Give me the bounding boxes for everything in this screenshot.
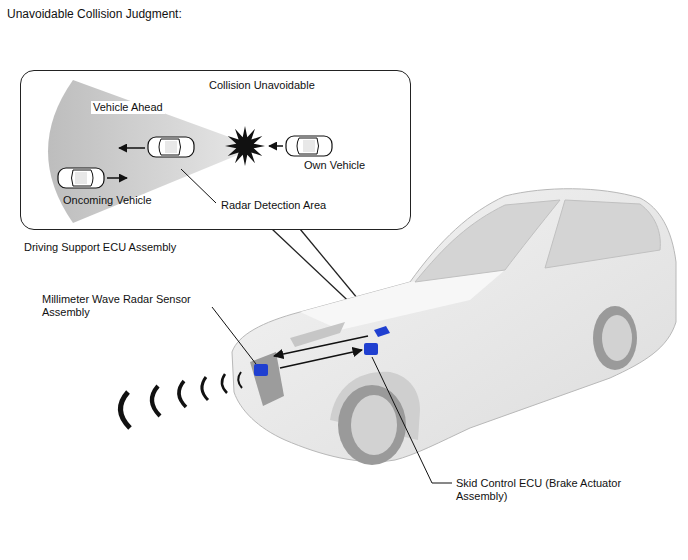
leader-line bbox=[212, 307, 256, 364]
signal-arrow bbox=[280, 350, 362, 368]
car-cabin bbox=[297, 138, 319, 154]
car-side-window bbox=[545, 200, 660, 268]
leader-line bbox=[181, 169, 216, 203]
rear-wheel-rim bbox=[602, 315, 632, 361]
leader-line bbox=[372, 357, 452, 483]
car-icon bbox=[148, 137, 194, 157]
car-outline bbox=[286, 136, 332, 156]
part-label: Driving Support ECU Assembly bbox=[24, 241, 176, 254]
motion-arrow bbox=[269, 145, 283, 147]
car-cabin bbox=[72, 170, 94, 186]
driving-support-ecu bbox=[374, 326, 390, 337]
radar-wave bbox=[202, 377, 208, 400]
car-roof bbox=[165, 141, 177, 153]
car-windshield bbox=[415, 200, 560, 282]
part-label: Skid Control ECU (Brake Actuator Assembl… bbox=[456, 477, 656, 503]
car-outline bbox=[58, 168, 104, 188]
radar-wave bbox=[179, 381, 186, 407]
radar-wave bbox=[222, 374, 227, 393]
skid-control-ecu bbox=[364, 343, 378, 355]
vehicle-label: Oncoming Vehicle bbox=[63, 194, 152, 207]
radar-wave bbox=[238, 372, 242, 388]
car-outline bbox=[148, 137, 194, 157]
status-heading: Collision Unavoidable bbox=[209, 79, 315, 92]
car-roof bbox=[75, 172, 87, 184]
car-cabin bbox=[159, 139, 181, 155]
car-roof bbox=[303, 140, 315, 152]
area-label: Radar Detection Area bbox=[219, 199, 328, 212]
front-wheel-rim bbox=[351, 395, 397, 455]
car-icon bbox=[58, 168, 104, 188]
radar-wave bbox=[152, 386, 160, 416]
front-wheel bbox=[338, 385, 406, 465]
car-hood bbox=[300, 270, 505, 330]
motion-arrow bbox=[119, 147, 145, 149]
vehicle-label: Vehicle Ahead bbox=[91, 101, 165, 114]
part-label: Millimeter Wave Radar Sensor Assembly bbox=[42, 293, 192, 319]
car-icon bbox=[286, 136, 332, 156]
rear-wheel bbox=[593, 306, 637, 370]
vehicle-label: Own Vehicle bbox=[304, 159, 365, 172]
callout-box: Collision UnavoidableVehicle AheadOwn Ve… bbox=[20, 70, 411, 230]
collision-burst bbox=[225, 126, 265, 166]
car-grille bbox=[250, 352, 284, 406]
signal-arrow bbox=[274, 336, 368, 356]
motion-arrow bbox=[107, 177, 127, 179]
diagram-title: Unavoidable Collision Judgment: bbox=[7, 8, 182, 21]
radar-sensor bbox=[254, 364, 268, 376]
radar-wave bbox=[120, 392, 130, 428]
